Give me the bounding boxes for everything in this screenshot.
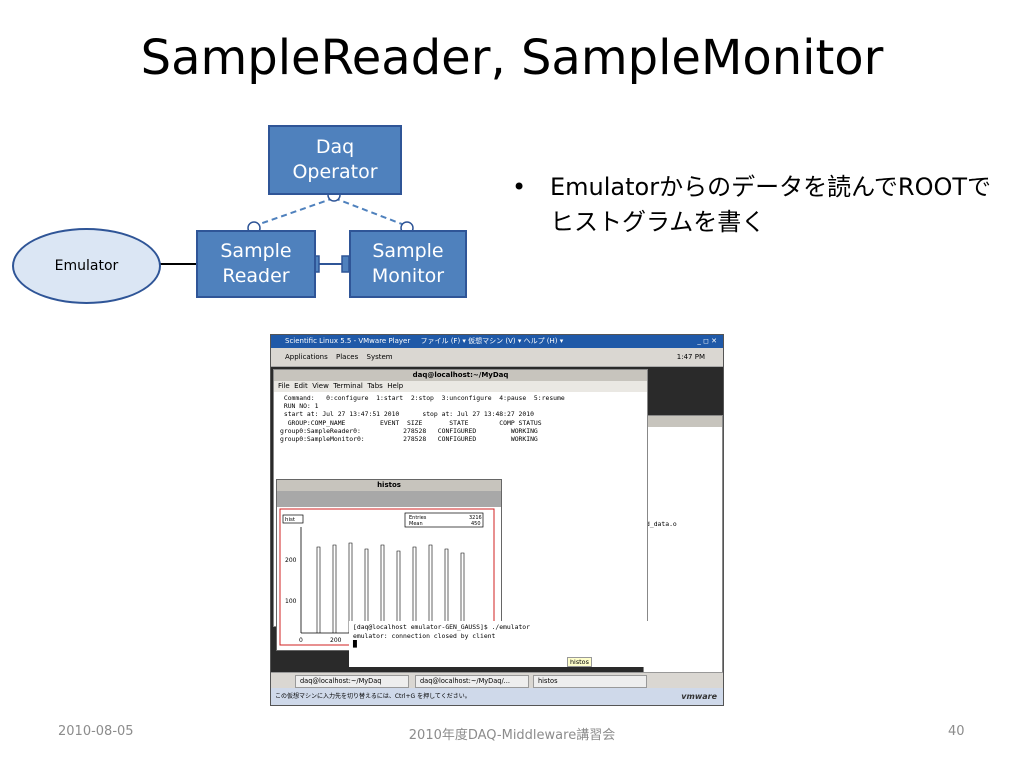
gnome-panel: Applications Places System 1:47 PM xyxy=(271,348,723,367)
sample-reader-box: Sample Reader xyxy=(196,230,316,298)
terminal-line: GROUP:COMP_NAME EVENT SIZE STATE COMP ST… xyxy=(280,418,542,427)
vm-window-title: Scientific Linux 5.5 - VMware Player xyxy=(285,337,411,345)
background-window-titlebar xyxy=(644,416,722,427)
stats-box xyxy=(404,512,484,528)
terminal-line: start at: Jul 27 13:47:51 2010 stop at: … xyxy=(280,410,534,419)
daq-operator-line2: Operator xyxy=(292,161,378,183)
histogram-peaks xyxy=(316,542,465,633)
histos-titlebar: histos xyxy=(277,480,501,491)
vmware-statusbar: この仮想マシンに入力先を切り替えるには、Ctrl+G を押してください。 vmw… xyxy=(271,688,723,705)
menu-edit[interactable]: Edit xyxy=(294,382,308,390)
hist-tag-label: hist xyxy=(285,517,296,523)
terminal-line: group0:SampleMonitor0: 278528 CONFIGURED… xyxy=(280,435,538,444)
panel-places[interactable]: Places xyxy=(336,353,359,361)
sample-monitor-box: Sample Monitor xyxy=(349,230,467,298)
terminal-cursor: █ xyxy=(353,640,357,648)
stats-mean-label: Mean xyxy=(409,521,423,527)
monitor-in-port xyxy=(341,255,350,273)
sample-reader-line2: Reader xyxy=(222,265,290,287)
emulator-label: Emulator xyxy=(54,258,119,274)
menu-file[interactable]: File xyxy=(278,382,290,390)
background-window-text: d_data.o xyxy=(646,520,677,528)
slide-title: SampleReader, SampleMonitor xyxy=(140,30,884,86)
terminal-line: group0:SampleReader0: 278528 CONFIGURED … xyxy=(280,426,538,435)
control-link-monitor xyxy=(333,197,408,227)
taskbar: daq@localhost:~/MyDaq daq@localhost:~/My… xyxy=(271,672,723,688)
hist-tag-box xyxy=(282,514,304,524)
taskbar-item[interactable]: histos xyxy=(533,675,647,688)
daq-operator-line1: Daq xyxy=(315,136,355,159)
vmware-logo: vmware xyxy=(681,692,717,701)
y-tick-label: 100 xyxy=(285,598,297,605)
terminal-menubar: File Edit View Terminal Tabs Help xyxy=(274,381,647,392)
terminal-line: [daq@localhost emulator-GEN_GAUSS]$ ./em… xyxy=(353,623,530,631)
taskbar-item[interactable]: daq@localhost:~/MyDaq xyxy=(295,675,409,688)
menu-view[interactable]: View xyxy=(312,382,329,390)
terminal-line: emulator: connection closed by client xyxy=(353,631,496,640)
vm-titlebar: Scientific Linux 5.5 - VMware Player ファイ… xyxy=(271,335,723,348)
emulator-ellipse: Emulator xyxy=(12,228,161,304)
menu-tabs[interactable]: Tabs xyxy=(367,382,383,390)
footer-date: 2010-08-05 xyxy=(58,724,134,739)
vm-window-controls[interactable]: _ ◻ ✕ xyxy=(697,337,717,345)
bullet-text: Emulatorからのデータを読んでROOTでヒストグラムを書く xyxy=(550,173,992,236)
taskbar-item[interactable]: daq@localhost:~/MyDaq/... xyxy=(415,675,529,688)
stats-entries-value: 3216 xyxy=(469,515,482,521)
sample-reader-line1: Sample xyxy=(220,240,292,263)
histos-tooltip: histos xyxy=(567,657,592,667)
panel-system[interactable]: System xyxy=(366,353,393,361)
terminal-line: RUN NO: 1 xyxy=(280,402,319,411)
terminal-line: Command: 0:configure 1:start 2:stop 3:un… xyxy=(280,394,565,402)
footer-center: 2010年度DAQ-Middleware講習会 xyxy=(408,728,616,743)
bullet-dot: • xyxy=(512,173,527,201)
menu-terminal[interactable]: Terminal xyxy=(333,382,363,390)
y-tick-label: 200 xyxy=(285,557,297,564)
control-link-reader xyxy=(253,197,335,227)
daq-operator-box: Daq Operator xyxy=(268,125,402,195)
page-number: 40 xyxy=(948,724,965,739)
stats-entries-label: Entries xyxy=(409,515,427,521)
histos-toolbar xyxy=(277,491,501,507)
vm-screenshot: Scientific Linux 5.5 - VMware Player ファイ… xyxy=(270,334,724,706)
panel-clock[interactable]: 1:47 PM xyxy=(676,353,705,361)
terminal-output: Command: 0:configure 1:start 2:stop 3:un… xyxy=(274,392,647,445)
sample-monitor-line1: Sample xyxy=(372,240,444,263)
menu-help[interactable]: Help xyxy=(387,382,404,390)
x-tick-label: 200 xyxy=(330,637,342,644)
emulator-terminal: [daq@localhost emulator-GEN_GAUSS]$ ./em… xyxy=(349,621,651,667)
sample-monitor-line2: Monitor xyxy=(371,265,445,287)
background-window: d_data.o xyxy=(643,415,723,674)
vm-window-menu[interactable]: ファイル (F) ▾ 仮想マシン (V) ▾ ヘルプ (H) ▾ xyxy=(420,337,564,345)
terminal-titlebar: daq@localhost:~/MyDaq xyxy=(274,370,647,381)
x-tick-label: 0 xyxy=(299,637,303,644)
panel-applications[interactable]: Applications xyxy=(285,353,328,361)
vmware-status-text: この仮想マシンに入力先を切り替えるには、Ctrl+G を押してください。 xyxy=(275,693,471,700)
stats-mean-value: 450 xyxy=(471,521,481,527)
